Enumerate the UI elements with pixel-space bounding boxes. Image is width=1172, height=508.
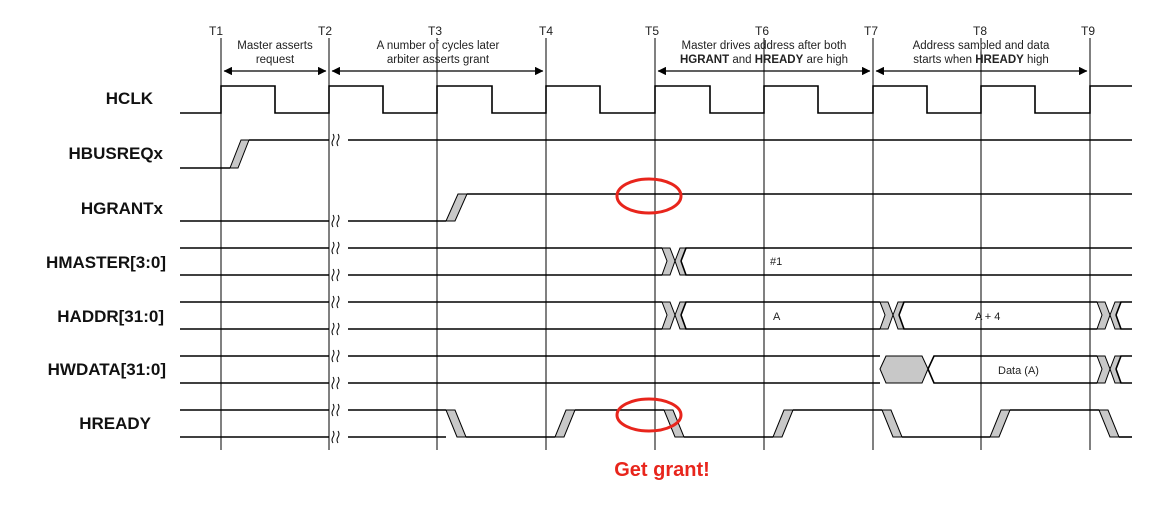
annotation-master-drives: Master drives address after both [682, 40, 847, 52]
haddr-value: A + 4 [975, 311, 1000, 323]
tick-label: T9 [1081, 24, 1095, 38]
annotation-arbiter-grant: arbiter asserts grant [387, 54, 490, 66]
tick-labels: T1 T2 T3 T4 T5 T6 T7 T8 T9 [209, 24, 1095, 38]
tick-label: T8 [973, 24, 987, 38]
annotation-master-drives: HGRANT and HREADY are high [680, 54, 848, 66]
signal-label: HWDATA[31:0] [48, 360, 166, 379]
haddr-value: A [773, 311, 781, 323]
highlight-ellipse [615, 397, 683, 433]
haddr-bus: A A + 4 [180, 301, 1132, 330]
tick-label: T6 [755, 24, 769, 38]
hwdata-value: Data (A) [998, 365, 1039, 377]
callout-text: Get grant! [614, 459, 710, 481]
annotation-address-sampled: starts when HREADY high [913, 54, 1049, 66]
break-marks [331, 133, 340, 444]
tick-label: T7 [864, 24, 878, 38]
signal-labels: HCLK HBUSREQx HGRANTx HMASTER[3:0] HADDR… [46, 89, 166, 433]
signal-label: HMASTER[3:0] [46, 253, 166, 272]
tick-label: T2 [318, 24, 332, 38]
hready-wave [180, 409, 1132, 438]
hgrant-wave [180, 193, 1132, 222]
signal-label: HGRANTx [81, 199, 164, 218]
hwdata-bus: Data (A) [180, 355, 1132, 384]
hclk-wave [180, 85, 1132, 114]
signal-label: HREADY [79, 414, 151, 433]
tick-label: T3 [428, 24, 442, 38]
tick-label: T5 [645, 24, 659, 38]
hmaster-bus: #1 [180, 247, 1132, 276]
annotation-master-asserts: request [256, 54, 295, 66]
highlight-ellipse [615, 177, 683, 215]
annotation-arbiter-grant: A number of cycles later [377, 40, 500, 52]
tick-label: T1 [209, 24, 223, 38]
annotations: Master asserts request A number of cycle… [237, 40, 1050, 66]
hmaster-value: #1 [770, 256, 782, 268]
annotation-master-asserts: Master asserts [237, 40, 313, 52]
annotation-address-sampled: Address sampled and data [913, 40, 1050, 52]
hbusreq-wave [180, 139, 1132, 169]
signal-label: HCLK [106, 89, 154, 108]
signal-label: HADDR[31:0] [57, 307, 164, 326]
signal-label: HBUSREQx [69, 144, 164, 163]
tick-label: T4 [539, 24, 553, 38]
